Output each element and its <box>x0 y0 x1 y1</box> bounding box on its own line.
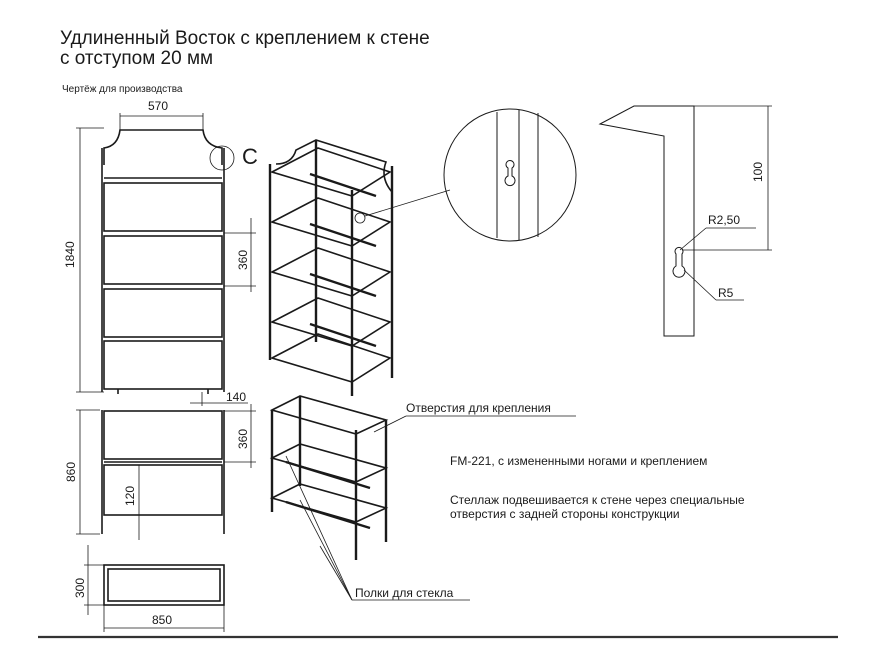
keyhole-slot-large <box>672 246 686 278</box>
dim-850: 850 <box>152 613 172 627</box>
detail-circle-c <box>209 145 235 171</box>
detail-letter-c: С <box>242 144 258 169</box>
dim-r5: R5 <box>718 286 734 300</box>
dim-r2-50: R2,50 <box>708 213 740 227</box>
isometric-upper-unit <box>268 139 451 396</box>
title-line-1: Удлиненный Восток с креплением к стене <box>60 28 430 49</box>
dimension-top-width <box>119 113 204 130</box>
title-line-2: с отступом 20 мм <box>60 48 213 69</box>
arched-top-outline <box>103 129 223 165</box>
front-view-lower <box>101 410 225 534</box>
label-glass-shelves: Полки для стекла <box>355 586 454 600</box>
iso-shelves <box>269 147 392 383</box>
keyhole-slot <box>504 160 516 186</box>
dim-300: 300 <box>73 578 87 598</box>
note-mounting-1: Стеллаж подвешивается к стене через спец… <box>450 493 745 507</box>
lower-shelf-panel <box>103 410 223 460</box>
dimension-lower-gap <box>224 404 256 468</box>
dimension-lower-height <box>76 409 100 535</box>
dimension-total-height <box>76 127 104 393</box>
dim-1840: 1840 <box>63 241 77 268</box>
iso-top-arch <box>275 139 393 193</box>
hook-detail <box>598 105 772 337</box>
front-view-upper <box>101 129 235 394</box>
shelf-panel <box>103 340 223 390</box>
note-mounting-2: отверстия с задней стороны конструкции <box>450 507 680 521</box>
dim-140: 140 <box>226 390 246 404</box>
iso-hole-marker <box>354 212 366 224</box>
top-view <box>84 545 225 632</box>
dim-570: 570 <box>148 99 168 113</box>
shelf-panel <box>103 182 223 232</box>
lower-shelf-panel <box>103 464 223 516</box>
drawing-subtitle: Чертёж для производства <box>62 84 183 95</box>
shelf-panel <box>103 235 223 285</box>
shelf-panel <box>103 288 223 338</box>
isometric-lower-unit <box>269 395 389 560</box>
dim-100: 100 <box>751 162 765 182</box>
dim-120: 120 <box>123 486 137 506</box>
dimension-foot-offset <box>190 392 248 406</box>
note-model: FM-221, с измененными ногами и крепление… <box>450 454 707 468</box>
detail-magnified-view <box>443 108 577 242</box>
dim-360-lower: 360 <box>236 429 250 449</box>
dim-860: 860 <box>64 462 78 482</box>
dimension-shelf-gap <box>224 218 256 292</box>
label-mounting-holes: Отверстия для крепления <box>406 401 551 415</box>
dim-360-upper: 360 <box>236 250 250 270</box>
